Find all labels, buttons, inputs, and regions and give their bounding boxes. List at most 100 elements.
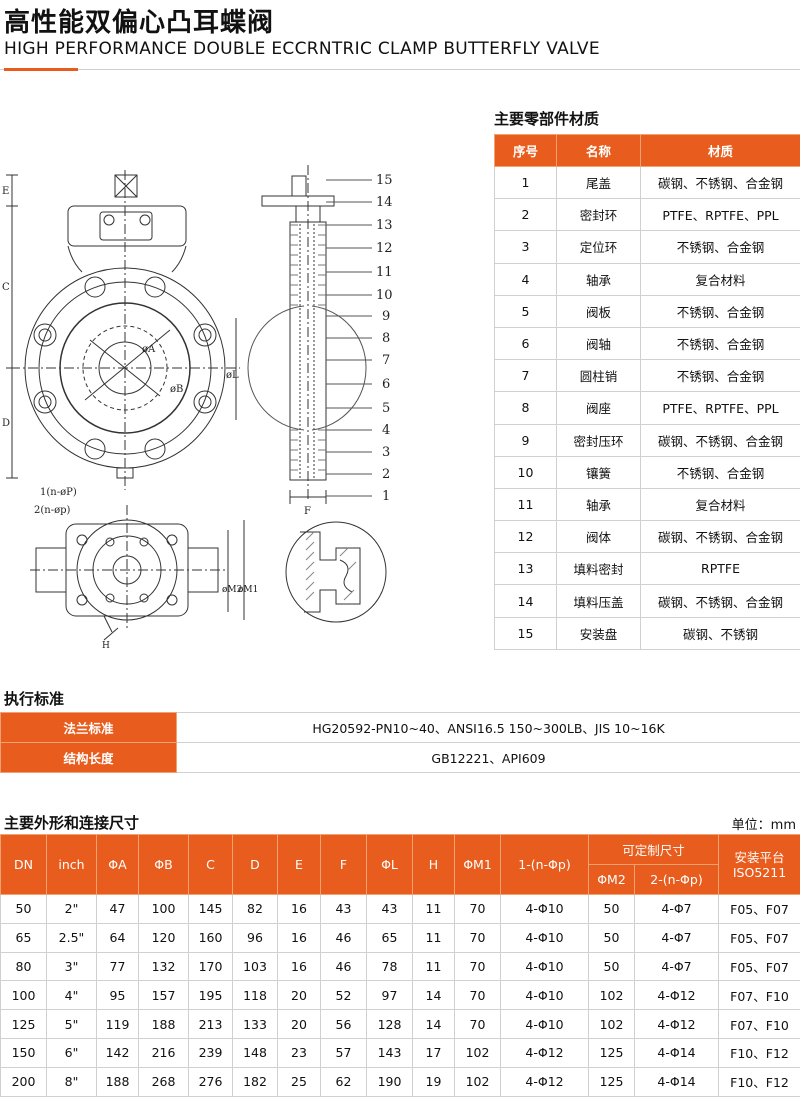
parts-section-title: 主要零部件材质 bbox=[494, 110, 600, 128]
dimension-label: 2(n-øp) bbox=[34, 505, 71, 516]
column-header: ΦM1 bbox=[454, 834, 501, 895]
table-cell: 13 bbox=[494, 552, 557, 586]
column-header: C bbox=[188, 834, 233, 895]
column-header: 名称 bbox=[556, 134, 641, 167]
table-cell: RPTFE bbox=[640, 552, 800, 586]
table-cell: F10、F12 bbox=[718, 1066, 800, 1097]
page-subtitle: HIGH PERFORMANCE DOUBLE ECCRNTRIC CLAMP … bbox=[4, 39, 600, 59]
standard-value: GB12221、API609 bbox=[176, 742, 800, 773]
column-header: 安装平台 ISO5211 bbox=[718, 834, 800, 895]
table-cell: 125 bbox=[0, 1009, 47, 1039]
table-cell: 1 bbox=[494, 165, 557, 200]
table-header-row: 序号 名称 材质 bbox=[494, 134, 800, 167]
table-cell: 188 bbox=[96, 1066, 139, 1097]
table-cell: 复合材料 bbox=[640, 262, 800, 296]
table-cell: 20 bbox=[277, 1009, 321, 1039]
standards-table: 法兰标准 HG20592-PN10~40、ANSI16.5 150~300LB、… bbox=[0, 712, 800, 773]
table-cell: 16 bbox=[277, 951, 321, 982]
column-header: ΦL bbox=[366, 834, 413, 895]
table-cell: 46 bbox=[320, 951, 367, 982]
table-cell: 4-Φ7 bbox=[633, 922, 720, 953]
table-cell: F07、F10 bbox=[718, 980, 800, 1011]
table-cell: 不锈钢、合金钢 bbox=[640, 455, 800, 489]
table-cell: 142 bbox=[96, 1037, 139, 1068]
table-cell: 碳钢、不锈钢、合金钢 bbox=[640, 584, 800, 618]
table-cell: 密封环 bbox=[556, 198, 641, 232]
table-cell: 200 bbox=[0, 1066, 47, 1097]
table-cell: 102 bbox=[588, 1009, 635, 1039]
table-cell: F05、F07 bbox=[718, 922, 800, 953]
side-view bbox=[235, 165, 372, 504]
table-cell: 阀体 bbox=[556, 520, 641, 554]
drawing-part-label: 7 bbox=[382, 353, 390, 368]
column-group-header: 可定制尺寸 bbox=[587, 834, 720, 865]
table-cell: 11 bbox=[494, 487, 557, 522]
dimension-label: C bbox=[2, 282, 10, 293]
table-cell: 50 bbox=[588, 922, 635, 953]
table-cell: 20 bbox=[277, 980, 321, 1011]
table-cell: 64 bbox=[96, 922, 139, 953]
table-cell: 102 bbox=[454, 1037, 501, 1068]
table-cell: 4-Φ12 bbox=[500, 1037, 589, 1068]
table-cell: 4-Φ10 bbox=[500, 951, 589, 982]
table-cell: 2.5" bbox=[46, 922, 97, 953]
table-cell: 23 bbox=[277, 1037, 321, 1068]
table-cell: 268 bbox=[138, 1066, 189, 1097]
dimensions-table: DN inch ΦA ΦB C D E F ΦL H ΦM1 1-(n-Φp) … bbox=[0, 834, 800, 1097]
table-cell: 圆柱销 bbox=[556, 359, 641, 393]
table-cell: 4-Φ10 bbox=[500, 922, 589, 953]
table-cell: 尾盖 bbox=[556, 165, 641, 200]
unit-label: 单位：mm bbox=[731, 818, 796, 833]
bottom-view bbox=[30, 505, 245, 641]
table-cell: 190 bbox=[366, 1066, 413, 1097]
table-cell: 160 bbox=[188, 922, 233, 953]
table-cell: 阀轴 bbox=[556, 326, 641, 361]
table-cell: 65 bbox=[0, 922, 47, 953]
table-cell: 12 bbox=[494, 520, 557, 554]
table-cell: 97 bbox=[366, 980, 413, 1011]
table-cell: 4" bbox=[46, 980, 97, 1011]
table-cell: 不锈钢、合金钢 bbox=[640, 326, 800, 361]
table-cell: 4-Φ10 bbox=[500, 894, 589, 924]
table-cell: 150 bbox=[0, 1037, 47, 1068]
dimension-label: 1(n-øP) bbox=[40, 487, 77, 498]
table-cell: 50 bbox=[0, 894, 47, 924]
table-cell: 103 bbox=[232, 951, 278, 982]
table-cell: 157 bbox=[138, 980, 189, 1011]
table-cell: 阀板 bbox=[556, 294, 641, 328]
dimension-label: øB bbox=[170, 384, 183, 395]
table-cell: 102 bbox=[454, 1066, 501, 1097]
table-cell: 定位环 bbox=[556, 230, 641, 264]
table-cell: 16 bbox=[277, 922, 321, 953]
table-cell: 17 bbox=[412, 1037, 455, 1068]
table-cell: 4-Φ12 bbox=[633, 1009, 720, 1039]
table-cell: 10 bbox=[494, 455, 557, 489]
table-cell: 16 bbox=[277, 894, 321, 924]
table-cell: 复合材料 bbox=[640, 487, 800, 522]
column-header: H bbox=[412, 834, 455, 895]
drawing-part-label: 2 bbox=[382, 467, 390, 482]
table-cell: 25 bbox=[277, 1066, 321, 1097]
table-cell: 不锈钢、合金钢 bbox=[640, 359, 800, 393]
table-cell: 4-Φ10 bbox=[500, 980, 589, 1011]
dimension-label: D bbox=[2, 418, 10, 429]
table-cell: 65 bbox=[366, 922, 413, 953]
table-cell: 11 bbox=[412, 922, 455, 953]
column-header: ΦB bbox=[138, 834, 189, 895]
drawing-part-label: 4 bbox=[382, 423, 390, 438]
column-header: 2-(n-Φp) bbox=[633, 864, 720, 895]
table-cell: 132 bbox=[138, 951, 189, 982]
table-cell: 47 bbox=[96, 894, 139, 924]
table-cell: 碳钢、不锈钢 bbox=[640, 616, 800, 650]
table-cell: 128 bbox=[366, 1009, 413, 1039]
table-cell: 4-Φ12 bbox=[633, 980, 720, 1011]
